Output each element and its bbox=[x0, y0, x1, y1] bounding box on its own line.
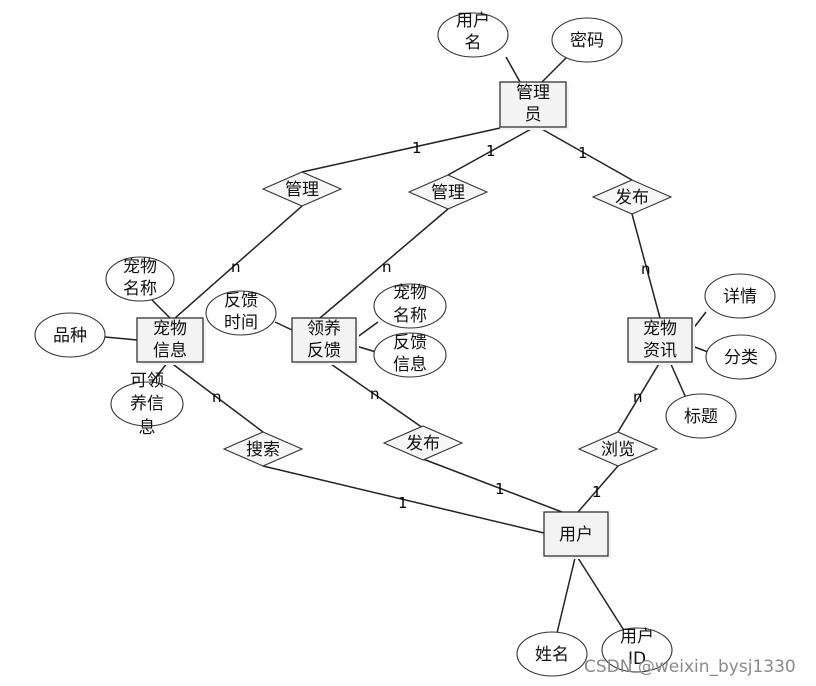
card-user-search: 1 bbox=[398, 494, 408, 512]
attr-news-category-line1: 分类 bbox=[724, 348, 758, 368]
card-feedback-publish: n bbox=[370, 385, 380, 403]
rel-browse-label: 浏览 bbox=[601, 440, 635, 460]
entity-pet-info-line1: 宠物 bbox=[153, 319, 187, 339]
entity-pet-news: 宠物 资讯 bbox=[627, 317, 695, 365]
edge-username-admin bbox=[505, 56, 521, 83]
attr-pet-name-line2: 名称 bbox=[123, 279, 157, 299]
card-user-browse: 1 bbox=[592, 483, 602, 501]
edge-admin-manage1 bbox=[301, 127, 501, 173]
edge-publish-user bbox=[422, 458, 563, 513]
card-pets-manage: n bbox=[231, 258, 241, 276]
edge-title-news bbox=[669, 361, 687, 399]
rel-manage-pets: 管理 bbox=[261, 171, 343, 207]
entity-admin: 管理 员 bbox=[499, 81, 569, 130]
entity-user: 用户 bbox=[543, 511, 611, 559]
edge-fbtime-feedback bbox=[274, 321, 293, 331]
attr-breed: 品种 bbox=[34, 312, 106, 358]
attr-feedback-pet-name: 宠物 名称 bbox=[373, 283, 447, 329]
entity-adopt-feedback-line1: 领养 bbox=[307, 319, 341, 339]
rel-publish-news: 发布 bbox=[591, 179, 673, 215]
attr-admin-username-line2: 名 bbox=[465, 33, 482, 53]
attr-news-title-line1: 标题 bbox=[684, 407, 718, 427]
attr-adoptable-info-line3: 息 bbox=[139, 418, 156, 438]
attr-user-id-line2: ID bbox=[628, 649, 646, 669]
attr-user-id: 用户 ID bbox=[601, 627, 673, 673]
entity-adopt-feedback: 领养 反馈 bbox=[291, 317, 359, 365]
edge-user-id bbox=[577, 557, 626, 633]
edge-pet-search bbox=[169, 361, 264, 433]
entity-pet-news-line2: 资讯 bbox=[643, 341, 677, 361]
edge-publish-news bbox=[631, 213, 661, 319]
card-feedback-manage: n bbox=[382, 258, 392, 276]
edge-search-user bbox=[262, 465, 545, 534]
edge-password-admin bbox=[541, 56, 568, 83]
rel-browse: 浏览 bbox=[577, 431, 659, 467]
attr-feedback-time-line1: 反馈 bbox=[224, 291, 258, 311]
attr-pet-name-line1: 宠物 bbox=[123, 257, 157, 277]
rel-publish-feedback-label: 发布 bbox=[406, 434, 440, 454]
attr-admin-username-line1: 用户 bbox=[456, 11, 490, 31]
rel-search-label: 搜索 bbox=[246, 440, 280, 460]
attr-feedback-info: 反馈 信息 bbox=[373, 332, 447, 378]
card-admin-publish-news: 1 bbox=[578, 144, 588, 162]
edge-manage1-pet bbox=[174, 205, 303, 319]
attr-pet-name: 宠物 名称 bbox=[105, 256, 175, 302]
attr-user-name-line1: 姓名 bbox=[535, 645, 569, 665]
attr-adoptable-info-line2: 养信 bbox=[130, 394, 164, 414]
edge-feedback-publish bbox=[327, 361, 424, 429]
attr-news-detail-line1: 详情 bbox=[723, 287, 757, 307]
edge-petname-pet bbox=[151, 299, 171, 319]
edge-breed-pet bbox=[104, 336, 138, 341]
edge-admin-publish bbox=[539, 127, 633, 181]
edge-user-name bbox=[556, 557, 576, 634]
edge-manage2-feedback bbox=[319, 208, 449, 319]
edge-adoptable-pet bbox=[151, 361, 169, 383]
edge-admin-manage2 bbox=[447, 127, 534, 176]
rel-manage-feedback: 管理 bbox=[407, 174, 489, 210]
edges bbox=[104, 56, 709, 634]
attr-user-id-line1: 用户 bbox=[620, 627, 654, 647]
card-news-browse: n bbox=[633, 388, 643, 406]
cardinalities: 1 1 1 n n n n 1 n 1 n 1 bbox=[212, 139, 651, 512]
entity-pet-info-line2: 信息 bbox=[153, 341, 187, 361]
rel-publish-news-label: 发布 bbox=[615, 188, 649, 208]
rel-manage-pets-label: 管理 bbox=[285, 180, 319, 200]
attr-feedback-time: 反馈 时间 bbox=[205, 290, 277, 336]
card-pets-search: n bbox=[212, 388, 222, 406]
attr-feedback-pet-name-line2: 名称 bbox=[393, 306, 427, 326]
entity-adopt-feedback-line2: 反馈 bbox=[307, 341, 341, 361]
attr-adoptable-info-line1: 可领 bbox=[130, 371, 164, 391]
rel-manage-feedback-label: 管理 bbox=[431, 183, 465, 203]
card-admin-manage-pets: 1 bbox=[412, 139, 422, 157]
attr-feedback-info-line2: 信息 bbox=[393, 355, 427, 375]
attr-admin-password: 密码 bbox=[551, 17, 623, 63]
entity-pet-news-line1: 宠物 bbox=[643, 319, 677, 339]
entity-admin-line2: 员 bbox=[525, 105, 542, 125]
edge-news-browse bbox=[617, 361, 661, 433]
attr-news-category: 分类 bbox=[705, 334, 777, 380]
entity-pet-info: 宠物 信息 bbox=[136, 317, 206, 365]
attr-user-name: 姓名 bbox=[516, 631, 588, 677]
rel-search: 搜索 bbox=[222, 431, 304, 467]
attr-admin-username: 用户 名 bbox=[437, 11, 509, 58]
edge-browse-user bbox=[577, 465, 619, 513]
entity-admin-line1: 管理 bbox=[516, 83, 550, 103]
attr-feedback-time-line2: 时间 bbox=[224, 313, 258, 333]
watermark: CSDN @weixin_bysj1330 bbox=[584, 657, 796, 677]
card-user-publish: 1 bbox=[495, 480, 505, 498]
attr-news-title: 标题 bbox=[665, 393, 737, 439]
attr-admin-password-line1: 密码 bbox=[570, 31, 604, 51]
card-news-publish: n bbox=[641, 260, 651, 278]
attr-adoptable-info: 可领 养信 息 bbox=[110, 371, 184, 438]
attr-breed-line1: 品种 bbox=[53, 326, 87, 346]
entity-user-line1: 用户 bbox=[559, 525, 593, 545]
edge-fbpetname-feedback bbox=[355, 321, 379, 339]
attr-feedback-pet-name-line1: 宠物 bbox=[393, 283, 427, 303]
rel-publish-feedback: 发布 bbox=[382, 425, 464, 461]
edge-fbinfo-feedback bbox=[355, 345, 377, 353]
card-admin-manage-feedback: 1 bbox=[486, 142, 496, 160]
attr-feedback-info-line1: 反馈 bbox=[393, 333, 427, 353]
attr-news-detail: 详情 bbox=[704, 273, 776, 319]
